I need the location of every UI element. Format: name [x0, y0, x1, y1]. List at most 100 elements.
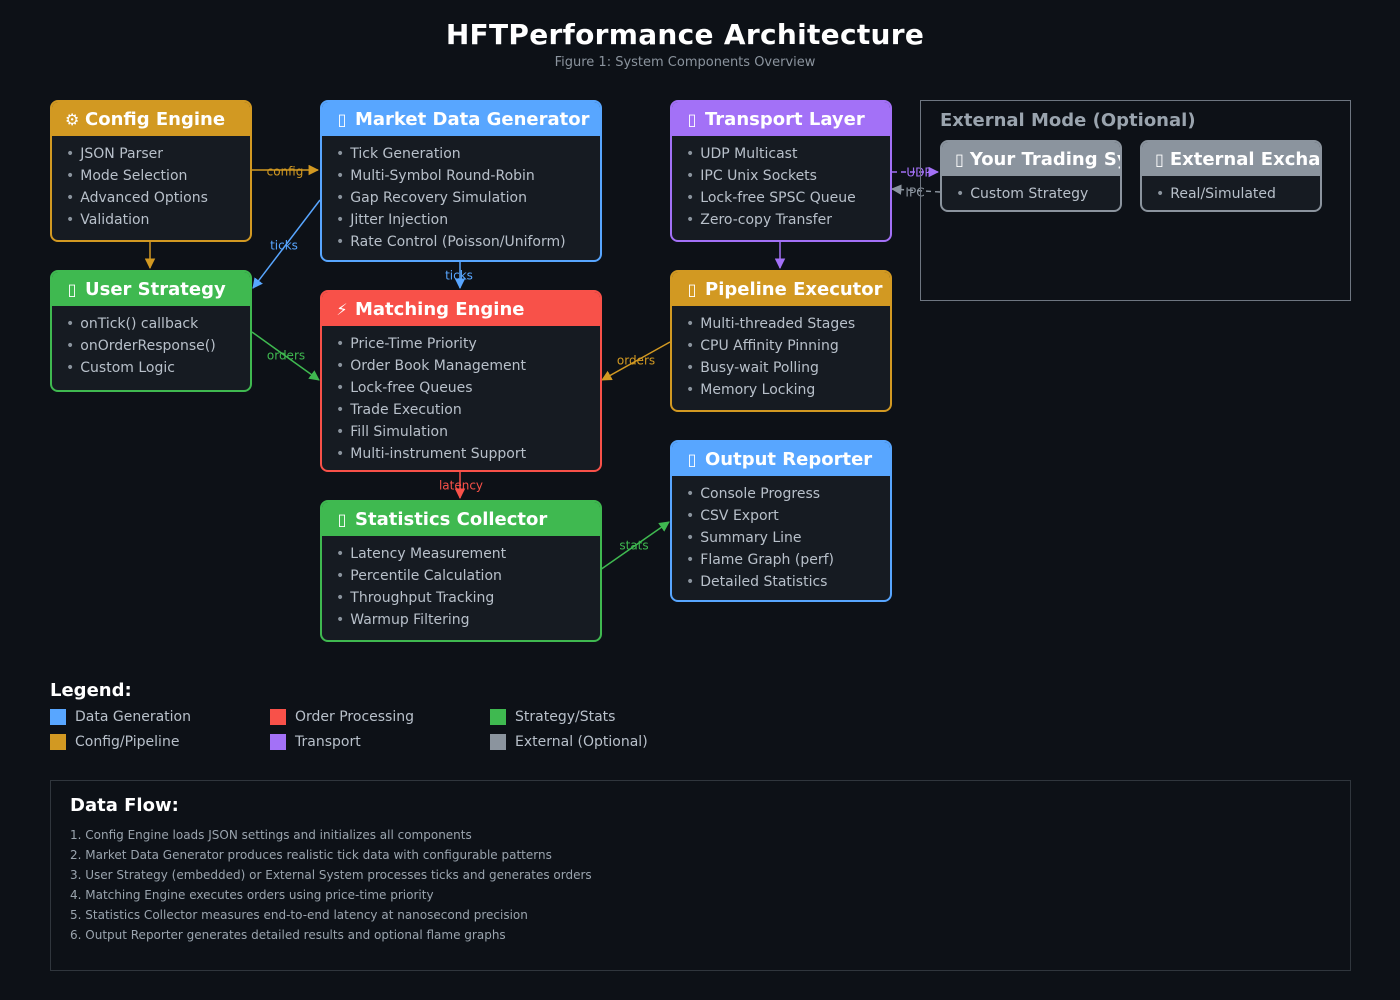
- feature-text: CSV Export: [700, 508, 779, 524]
- feature-item: •Zero-copy Transfer: [686, 209, 890, 231]
- feature-item: •Console Progress: [686, 483, 890, 505]
- feature-item: • Flame Graph (perf): [686, 549, 890, 571]
- feature-item: • CSV Export: [686, 505, 890, 527]
- legend-label: Config/Pipeline: [75, 734, 180, 750]
- bullet-icon: •: [686, 146, 695, 162]
- reporter-feature-list: •Console Progress • CSV Export • Summary Lin…: [672, 476, 890, 593]
- lightning-icon: ⚡: [336, 299, 348, 319]
- feature-text: Detailed Statistics: [700, 574, 828, 590]
- transport-title: Transport Layer: [705, 108, 865, 130]
- diagram-title: HFTPerformance Architecture: [445, 18, 925, 51]
- bullet-icon: •: [336, 590, 345, 606]
- feature-text: Multi-instrument Support: [350, 446, 527, 462]
- bullet-icon: •: [336, 546, 345, 562]
- feature-text: Gap Recovery Simulation: [350, 190, 527, 206]
- bullet-icon: •: [66, 338, 75, 354]
- data-flow-step: 4. Matching Engine executes orders using…: [70, 888, 434, 902]
- feature-item: • Gap Recovery Simulation: [336, 187, 600, 209]
- data-flow-step: 5. Statistics Collector measures end-to-…: [70, 908, 528, 922]
- bullet-icon: •: [336, 568, 345, 584]
- exchange-title: External Exchange: [1169, 148, 1321, 170]
- bullet-icon: •: [336, 402, 345, 418]
- feature-item: •Jitter Injection: [336, 209, 600, 231]
- feature-item: •JSON Parser: [66, 143, 250, 165]
- bullet-icon: •: [66, 190, 75, 206]
- feature-item: •Fill Simulation: [336, 421, 600, 443]
- feature-item: •Rate Control (Poisson/Uniform): [336, 231, 600, 253]
- legend-swatch: [270, 734, 286, 750]
- feature-item: •Detailed Statistics: [686, 571, 890, 593]
- legend-label: Order Processing: [295, 709, 414, 725]
- reporter-header: ▯Output Reporter: [672, 442, 890, 476]
- feature-item: •Memory Locking: [686, 379, 890, 401]
- bullet-icon: •: [686, 508, 695, 524]
- bullet-icon: •: [686, 552, 695, 568]
- bullet-icon: •: [336, 212, 345, 228]
- stats-reporter-label: stats: [619, 539, 648, 553]
- exchange-header: ▯External Exchange: [1142, 142, 1320, 176]
- config-market-label: config: [267, 165, 304, 179]
- matching-header: ⚡ Matching Engine: [322, 292, 600, 326]
- feature-item: •Latency Measurement: [336, 543, 600, 565]
- feature-item: • Percentile Calculation: [336, 565, 600, 587]
- feature-text: CPU Affinity Pinning: [700, 338, 839, 354]
- feature-item: •Warmup Filtering: [336, 609, 600, 631]
- data-flow-title: Data Flow:: [70, 795, 179, 816]
- transport-feature-list: •UDP Multicast•IPC Unix Sockets•Lock-fre…: [672, 136, 890, 231]
- stats-header: ▯Statistics Collector: [322, 502, 600, 536]
- bullet-icon: •: [336, 358, 345, 374]
- matching-title: Matching Engine: [355, 298, 525, 320]
- bullet-icon: •: [336, 612, 345, 628]
- feature-text: Validation: [80, 212, 150, 228]
- feature-text: Percentile Calculation: [350, 568, 502, 584]
- pipeline-feature-list: •Multi-threaded Stages•CPU Affinity Pinn…: [672, 306, 890, 401]
- feature-text: Throughput Tracking: [350, 590, 495, 606]
- feature-item: • Lock-free SPSC Queue: [686, 187, 890, 209]
- feature-text: Flame Graph (perf): [700, 552, 834, 568]
- legend-swatch: [50, 709, 66, 725]
- feature-text: Summary Line: [700, 530, 802, 546]
- feature-item: •Busy-wait Polling: [686, 357, 890, 379]
- transport-component: ▯Transport Layer•UDP Multicast•IPC Unix …: [670, 100, 892, 242]
- bullet-icon: •: [66, 316, 75, 332]
- feature-text: Zero-copy Transfer: [700, 212, 832, 228]
- feature-text: Real/Simulated: [1170, 186, 1276, 202]
- data-flow-steps: 1. Config Engine loads JSON settings and…: [70, 825, 592, 945]
- feature-text: Lock-free Queues: [350, 380, 473, 396]
- feature-text: Tick Generation: [350, 146, 461, 162]
- feature-item: • onOrderResponse(): [66, 335, 250, 357]
- feature-text: Advanced Options: [80, 190, 208, 206]
- bullet-icon: •: [336, 380, 345, 396]
- feature-item: •UDP Multicast: [686, 143, 890, 165]
- bullet-icon: •: [336, 146, 345, 162]
- exchange-feature-list: •Real/Simulated: [1142, 176, 1320, 205]
- bullet-icon: •: [686, 168, 695, 184]
- feature-text: Lock-free SPSC Queue: [700, 190, 856, 206]
- matching-stats-label: latency: [439, 479, 483, 493]
- exchange-component: ▯External Exchange•Real/Simulated: [1140, 140, 1322, 212]
- bullet-icon: •: [336, 446, 345, 462]
- strategy-component: ▯User Strategy•onTick() callback•onOrder…: [50, 270, 252, 392]
- pipeline-matching-label: orders: [617, 354, 655, 368]
- legend-item: External (Optional): [490, 734, 648, 750]
- legend-item: Order Processing: [270, 709, 414, 725]
- strategy-title: User Strategy: [85, 278, 226, 300]
- legend-item: Strategy/Stats: [490, 709, 615, 725]
- strategy-matching-arrow: [251, 331, 320, 381]
- config-component: ⚙Config Engine•JSON Parser•Mode Selectio…: [50, 100, 252, 242]
- trading-component: ▯Your Trading System•Custom Strategy: [940, 140, 1122, 212]
- bullet-icon: •: [336, 190, 345, 206]
- trading-title: Your Trading System: [969, 148, 1120, 170]
- bullet-icon: •: [336, 168, 345, 184]
- feature-item: •Multi-threaded Stages: [686, 313, 890, 335]
- missing-glyph-icon: ▯: [687, 279, 697, 299]
- feature-text: onOrderResponse(): [80, 338, 216, 354]
- legend-label: External (Optional): [515, 734, 648, 750]
- feature-item: •Multi-Symbol Round-Robin: [336, 165, 600, 187]
- feature-text: Custom Logic: [80, 360, 175, 376]
- feature-item: • Throughput Tracking: [336, 587, 600, 609]
- legend-item: Transport: [270, 734, 361, 750]
- bullet-icon: •: [686, 190, 695, 206]
- feature-text: Console Progress: [700, 486, 821, 502]
- legend-label: Strategy/Stats: [515, 709, 616, 725]
